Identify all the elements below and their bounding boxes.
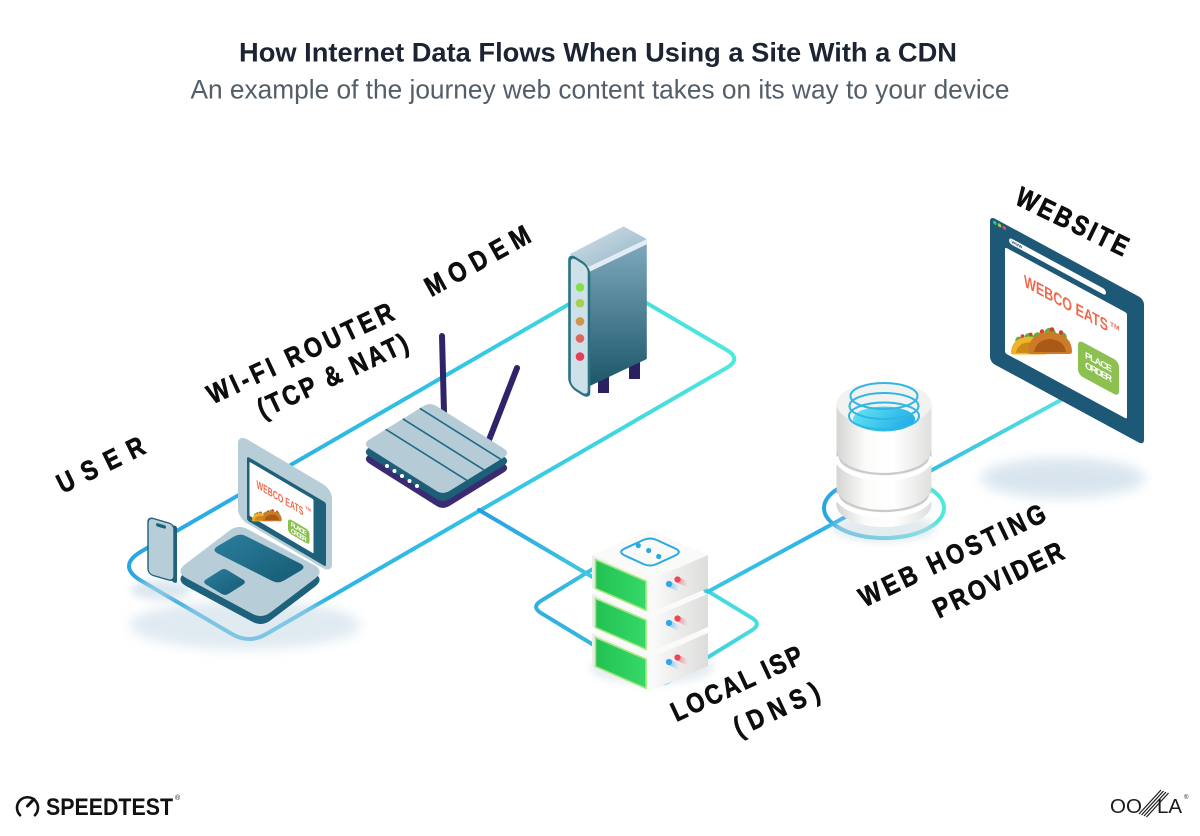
svg-text:®: ® <box>175 794 181 802</box>
svg-text:An example of the journey web: An example of the journey web content ta… <box>191 74 1010 104</box>
svg-text:WWW: WWW <box>1012 239 1023 250</box>
svg-text:MODEM: MODEM <box>420 220 536 303</box>
svg-text:OO: OO <box>1110 795 1142 818</box>
svg-text:How Internet Data Flows When U: How Internet Data Flows When Using a Sit… <box>239 38 957 68</box>
svg-text:SPEEDTEST: SPEEDTEST <box>46 794 173 821</box>
svg-text:®: ® <box>1184 794 1189 801</box>
svg-text:TM: TM <box>1110 321 1120 333</box>
svg-text:LA: LA <box>1157 795 1182 818</box>
svg-text:USER: USER <box>52 431 150 499</box>
svg-text:TM: TM <box>305 505 311 513</box>
